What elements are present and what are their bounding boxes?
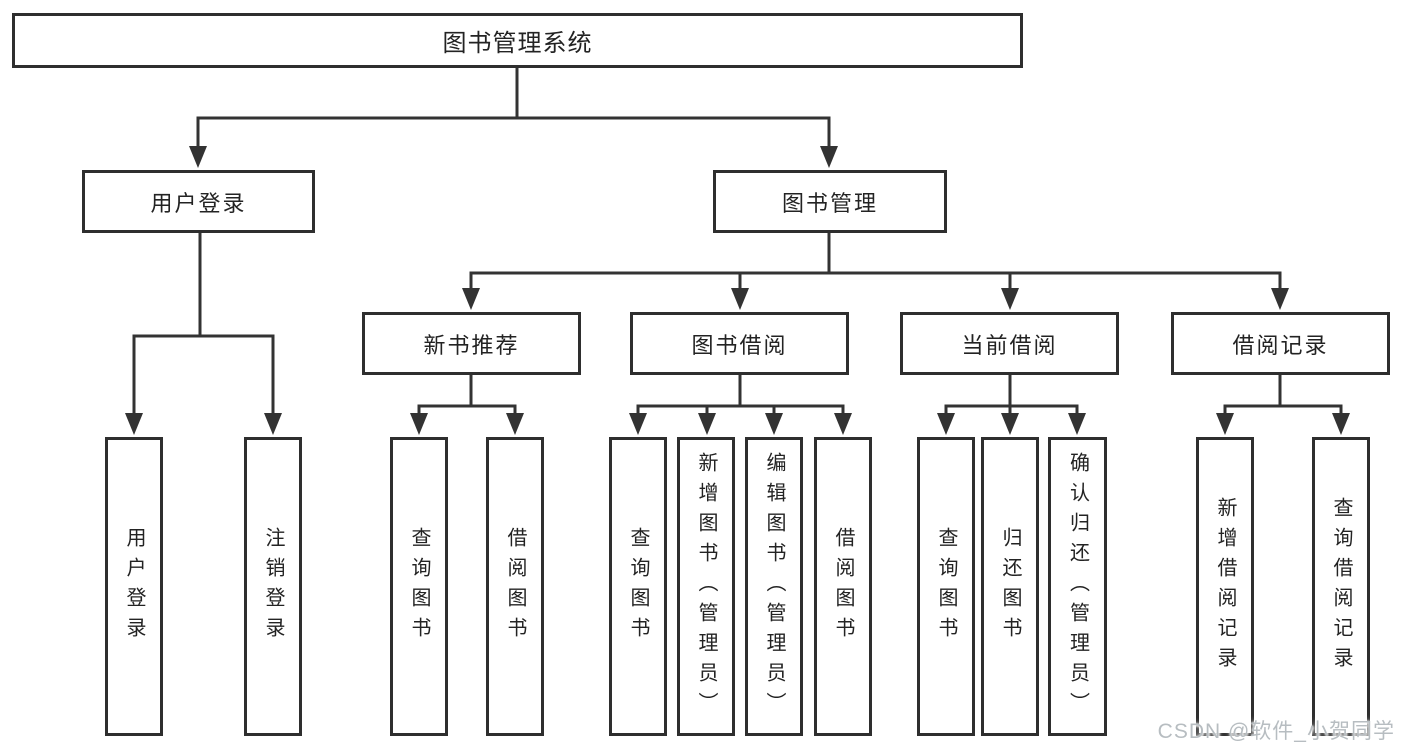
connector-edge	[1216, 373, 1350, 435]
arrowhead-icon	[1068, 413, 1086, 435]
node-leaf-edit-book-admin: 编辑图书（管理员）	[745, 437, 803, 736]
arrowhead-icon	[1332, 413, 1350, 435]
node-leaf-query-books-2: 查询图书	[609, 437, 667, 736]
node-label: 借阅图书	[832, 526, 854, 647]
arrowhead-icon	[264, 413, 282, 435]
arrowhead-icon	[410, 413, 428, 435]
node-borrow-records: 借阅记录	[1171, 312, 1390, 375]
node-leaf-borrow-books-1: 借阅图书	[486, 437, 544, 736]
arrowhead-icon	[765, 413, 783, 435]
node-leaf-user-login: 用户登录	[105, 437, 163, 736]
node-leaf-borrow-books-2: 借阅图书	[814, 437, 872, 736]
arrowhead-icon	[1271, 288, 1289, 310]
node-leaf-add-borrow-record: 新增借阅记录	[1196, 437, 1254, 736]
arrowhead-icon	[506, 413, 524, 435]
node-new-book-recommend: 新书推荐	[362, 312, 581, 375]
node-label: 编辑图书（管理员）	[763, 451, 785, 722]
node-label: 确认归还（管理员）	[1066, 451, 1089, 722]
arrowhead-icon	[125, 413, 143, 435]
node-label: 新增图书（管理员）	[695, 451, 717, 722]
connector-edge	[189, 66, 838, 168]
node-label: 新增借阅记录	[1214, 496, 1236, 677]
node-label: 用户登录	[150, 190, 247, 216]
node-label: 新书推荐	[423, 332, 520, 358]
node-label: 当前借阅	[961, 332, 1058, 358]
node-leaf-query-borrow-record: 查询借阅记录	[1312, 437, 1370, 736]
arrowhead-icon	[462, 288, 480, 310]
arrowhead-icon	[698, 413, 716, 435]
arrowhead-icon	[189, 146, 207, 168]
arrowhead-icon	[937, 413, 955, 435]
node-root: 图书管理系统	[12, 13, 1023, 68]
node-user-login: 用户登录	[82, 170, 315, 233]
connector-edge	[629, 373, 852, 435]
node-label: 借阅图书	[504, 526, 526, 647]
connector-edge	[125, 231, 282, 435]
node-current-borrow: 当前借阅	[900, 312, 1119, 375]
node-leaf-logout: 注销登录	[244, 437, 302, 736]
node-label: 借阅记录	[1232, 332, 1329, 358]
node-label: 查询图书	[408, 526, 430, 647]
node-label: 图书管理系统	[442, 30, 593, 57]
node-label: 查询图书	[935, 526, 957, 647]
node-label: 注销登录	[262, 526, 284, 647]
arrowhead-icon	[1001, 413, 1019, 435]
node-label: 图书借阅	[691, 332, 788, 358]
node-leaf-return-books: 归还图书	[981, 437, 1039, 736]
node-label: 图书管理	[781, 190, 878, 216]
arrowhead-icon	[834, 413, 852, 435]
node-book-management: 图书管理	[713, 170, 947, 233]
arrowhead-icon	[629, 413, 647, 435]
node-leaf-query-books-3: 查询图书	[917, 437, 975, 736]
arrowhead-icon	[1001, 288, 1019, 310]
node-leaf-add-book-admin: 新增图书（管理员）	[677, 437, 735, 736]
watermark: CSDN @软件_小贺同学	[1157, 720, 1395, 743]
connector-edge	[462, 231, 1289, 310]
arrowhead-icon	[1216, 413, 1234, 435]
connector-edge	[410, 373, 524, 435]
node-label: 查询图书	[627, 526, 649, 647]
node-leaf-confirm-return-admin: 确认归还（管理员）	[1048, 437, 1107, 736]
arrowhead-icon	[820, 146, 838, 168]
node-book-borrow: 图书借阅	[630, 312, 849, 375]
node-leaf-query-books-1: 查询图书	[390, 437, 448, 736]
connector-edge	[937, 373, 1086, 435]
node-label: 查询借阅记录	[1330, 496, 1352, 677]
node-label: 用户登录	[123, 526, 145, 647]
node-label: 归还图书	[999, 526, 1021, 647]
arrowhead-icon	[731, 288, 749, 310]
